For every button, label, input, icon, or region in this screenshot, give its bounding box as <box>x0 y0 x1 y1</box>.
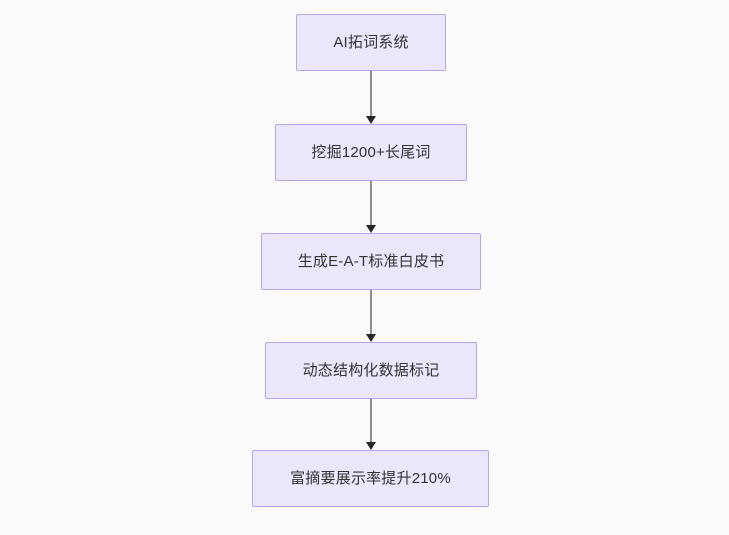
flow-node-dynamic-structured-data-markup[interactable]: 动态结构化数据标记 <box>265 342 477 399</box>
arrowhead-icon <box>366 116 376 124</box>
arrowhead-icon <box>366 442 376 450</box>
flow-node-ai-keyword-system[interactable]: AI拓词系统 <box>296 14 446 71</box>
edge-line <box>370 399 372 442</box>
flow-node-mine-longtail-keywords[interactable]: 挖掘1200+长尾词 <box>275 124 467 181</box>
flow-node-label: 动态结构化数据标记 <box>302 361 440 379</box>
flow-node-label: 生成E-A-T标准白皮书 <box>297 252 445 270</box>
edge-line <box>370 290 372 334</box>
arrowhead-icon <box>366 334 376 342</box>
flow-node-label: 挖掘1200+长尾词 <box>311 143 431 161</box>
flow-node-label: AI拓词系统 <box>333 33 409 51</box>
edge-line <box>370 181 372 225</box>
arrowhead-icon <box>366 225 376 233</box>
flow-node-rich-snippet-impression-uplift[interactable]: 富摘要展示率提升210% <box>252 450 489 507</box>
flow-node-generate-eat-whitepaper[interactable]: 生成E-A-T标准白皮书 <box>261 233 481 290</box>
flow-node-label: 富摘要展示率提升210% <box>290 469 451 487</box>
edge-line <box>370 71 372 116</box>
